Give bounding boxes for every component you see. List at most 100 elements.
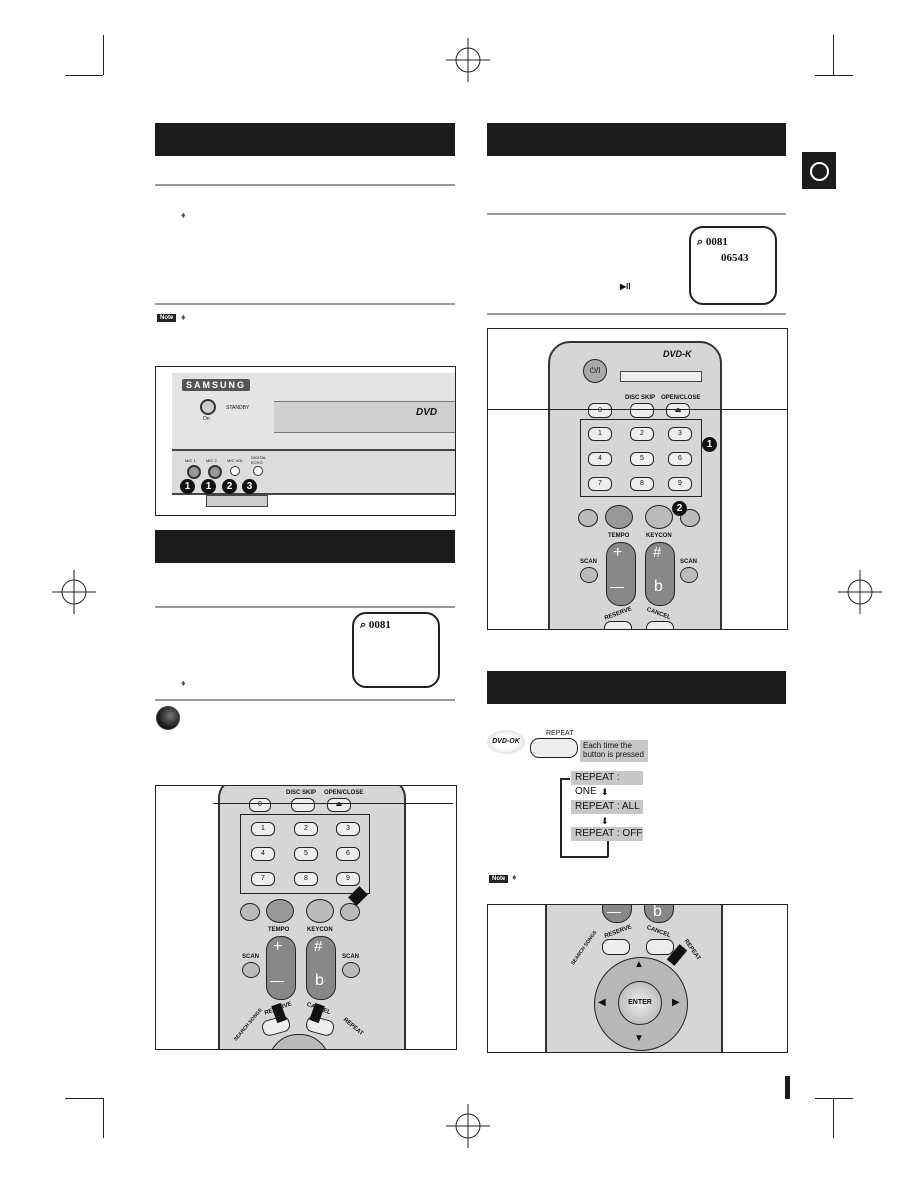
- divider: [487, 313, 786, 315]
- repeat-button-label: REPEAT: [546, 730, 574, 737]
- repeat-off-mode: REPEAT : OFF: [571, 827, 643, 841]
- caption-line: Each time the: [583, 741, 632, 750]
- scan-right-label: SCAN: [680, 559, 698, 565]
- down-arrow-icon[interactable]: ▼: [634, 1033, 644, 1044]
- callout-1: 1: [702, 437, 717, 452]
- key-0[interactable]: 0: [588, 403, 612, 418]
- keycon-key[interactable]: [645, 542, 675, 606]
- stop-button[interactable]: [266, 899, 294, 923]
- play-pause-button[interactable]: [645, 505, 673, 529]
- mic-vol-label: MIC VOL: [227, 458, 244, 463]
- key-8[interactable]: 8: [294, 872, 318, 886]
- track-number: ⌕ 0081: [360, 619, 391, 631]
- reserve-button[interactable]: [604, 621, 632, 629]
- reserve-button[interactable]: [602, 939, 630, 955]
- tempo-key[interactable]: [606, 542, 636, 606]
- left-arrow-icon[interactable]: ◀: [598, 997, 606, 1008]
- echo-knob[interactable]: [253, 466, 263, 476]
- key-1[interactable]: 1: [588, 427, 612, 441]
- rewind-button[interactable]: [240, 903, 260, 921]
- track-value: 06543: [721, 252, 749, 264]
- mic2-jack[interactable]: [208, 465, 222, 479]
- keycon-flat-symbol: b: [654, 578, 663, 595]
- cancel-button[interactable]: [646, 939, 674, 955]
- cancel-button[interactable]: [646, 621, 674, 629]
- scan-right-button[interactable]: [342, 962, 360, 978]
- key-9[interactable]: 9: [336, 872, 360, 886]
- dvd-logo: DVD: [416, 407, 438, 418]
- mic-vol-knob[interactable]: [230, 466, 240, 476]
- registration-mark-left: [52, 570, 96, 614]
- key-7[interactable]: 7: [588, 477, 612, 491]
- tv-screen-bottom: ⌕ 0081: [352, 612, 440, 688]
- highlight-line: [213, 803, 453, 804]
- scan-right-button[interactable]: [680, 567, 698, 583]
- key-9[interactable]: 9: [668, 477, 692, 491]
- note-badge: Note: [489, 875, 509, 883]
- mic1-jack[interactable]: [187, 465, 201, 479]
- key-6[interactable]: 6: [336, 847, 360, 861]
- note-badge: Note: [157, 314, 177, 322]
- key-5[interactable]: 5: [294, 847, 318, 861]
- section-header-left-2: [155, 530, 455, 563]
- disc-skip-button[interactable]: [291, 798, 315, 812]
- key-7[interactable]: 7: [251, 872, 275, 886]
- enter-button[interactable]: ENTER: [618, 981, 662, 1025]
- callout-1: 1: [201, 479, 216, 494]
- ffwd-button[interactable]: [340, 903, 360, 921]
- power-button[interactable]: ⏻/I: [583, 359, 607, 383]
- key-1[interactable]: 1: [251, 822, 275, 836]
- key-4[interactable]: 4: [588, 452, 612, 466]
- key-2[interactable]: 2: [630, 427, 654, 441]
- repeat-one-mode: REPEAT : ONE: [571, 771, 643, 797]
- eject-button[interactable]: ⏏: [666, 403, 690, 418]
- tv-screen-top: ⌕ 0081 06543: [689, 226, 777, 305]
- key-4[interactable]: 4: [251, 847, 275, 861]
- remote-repeat-illustration: — b RESERVE CANCEL SEARCH SONGS REPEAT ▲…: [487, 904, 788, 1053]
- rewind-button[interactable]: [578, 509, 598, 527]
- keycon-flat-symbol: b: [653, 904, 662, 920]
- panel-foot: [206, 495, 268, 507]
- bullet-icon: ♦: [181, 678, 186, 688]
- callout-2: 2: [672, 501, 687, 516]
- keycon-key[interactable]: [306, 936, 336, 1000]
- remote-illustration-right: DVD-K ⏻/I 0 DISC SKIP OPEN/CLOSE ⏏ 1 2 3…: [487, 328, 788, 630]
- tempo-key[interactable]: [266, 936, 296, 1000]
- right-arrow-icon[interactable]: ▶: [672, 997, 680, 1008]
- eject-button[interactable]: ⏏: [327, 798, 351, 812]
- up-arrow-icon[interactable]: ▲: [634, 959, 644, 970]
- divider: [487, 213, 786, 215]
- scan-right-label: SCAN: [342, 954, 360, 960]
- keycon-label: KEYCON: [307, 927, 333, 933]
- key-3[interactable]: 3: [336, 822, 360, 836]
- digital-echo-label: DIGITAL ECHO: [251, 455, 267, 465]
- bullet-icon: ♦: [181, 312, 186, 322]
- key-3[interactable]: 3: [668, 427, 692, 441]
- scan-left-button[interactable]: [242, 962, 260, 978]
- down-arrow-icon: ⬇: [601, 787, 609, 797]
- registration-mark-top: [446, 38, 490, 82]
- keycon-label: KEYCON: [646, 533, 672, 539]
- key-8[interactable]: 8: [630, 477, 654, 491]
- repeat-button[interactable]: [530, 738, 578, 758]
- disc-skip-label: DISC SKIP: [286, 790, 317, 796]
- power-button[interactable]: [200, 399, 216, 415]
- callout-2: 2: [222, 479, 237, 494]
- language-tab-circle: [810, 162, 829, 181]
- callout-3: 3: [242, 479, 257, 494]
- key-2[interactable]: 2: [294, 822, 318, 836]
- scan-left-button[interactable]: [580, 567, 598, 583]
- disc-skip-button[interactable]: [630, 403, 654, 418]
- stop-button[interactable]: [605, 505, 633, 529]
- callout-1: 1: [180, 479, 195, 494]
- step-bullet-icon: [156, 706, 180, 730]
- play-pause-button[interactable]: [306, 899, 334, 923]
- key-0[interactable]: 0: [249, 798, 271, 812]
- tempo-label: TEMPO: [608, 533, 630, 539]
- key-6[interactable]: 6: [668, 452, 692, 466]
- disc-badge-icon: DVD-OK: [487, 730, 525, 754]
- repeat-all-mode: REPEAT : ALL: [571, 800, 643, 814]
- key-5[interactable]: 5: [630, 452, 654, 466]
- divider: [155, 303, 455, 305]
- highlight-line: [488, 409, 787, 410]
